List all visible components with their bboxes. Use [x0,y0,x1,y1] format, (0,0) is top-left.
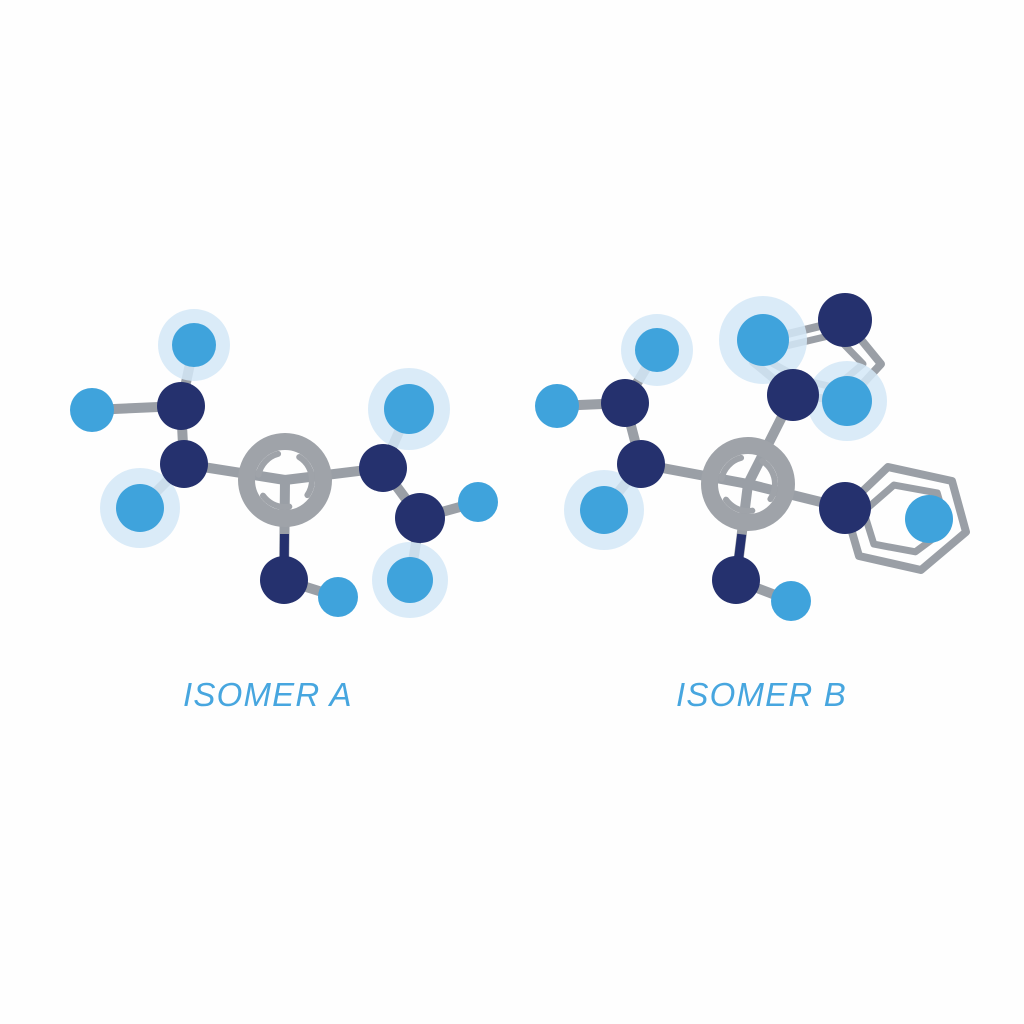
core-rings-layer [238,433,795,531]
isomer-b-label: ISOMER B [676,676,847,713]
atom-b-n5-dark [819,482,871,534]
atom-a-c5-light [458,482,498,522]
atom-a-n2-dark [157,382,205,430]
atom-b-c4-light [737,314,789,366]
atom-a-c2-light [70,388,114,432]
b-ring-bottom-outer-outline [841,463,970,574]
isomer-a-core-inner-dashes [255,450,315,510]
bond-stub-b-n6 [734,533,747,559]
atom-a-n4-dark [395,493,445,543]
atoms-layer [70,293,953,621]
atom-a-n1-dark [160,440,208,488]
atom-b-c5-light [822,376,872,426]
atom-a-c1-light [172,323,216,367]
atom-b-c2-light [535,384,579,428]
isomer-a-core-ring [238,433,332,527]
atom-a-n3-dark [359,444,407,492]
isomer-b-core-inner-dashes [718,454,778,514]
atom-a-c7-light [318,577,358,617]
atom-b-c6-light [905,495,953,543]
atom-b-c3-light [580,486,628,534]
atom-b-c1-light [635,328,679,372]
atom-b-c7-light [771,581,811,621]
atom-b-n2-dark [601,379,649,427]
atom-b-n3-dark [767,369,819,421]
isomer-a-label: ISOMER A [183,676,353,713]
atom-b-n1-dark [617,440,665,488]
atom-a-c6-light [387,557,433,603]
atom-a-c4-light [384,384,434,434]
atom-a-c3-light [116,484,164,532]
atom-b-n4-dark [818,293,872,347]
atom-b-n6-dark [712,556,760,604]
isomer-b-core-ring [701,437,795,531]
atom-a-n5-dark [260,556,308,604]
